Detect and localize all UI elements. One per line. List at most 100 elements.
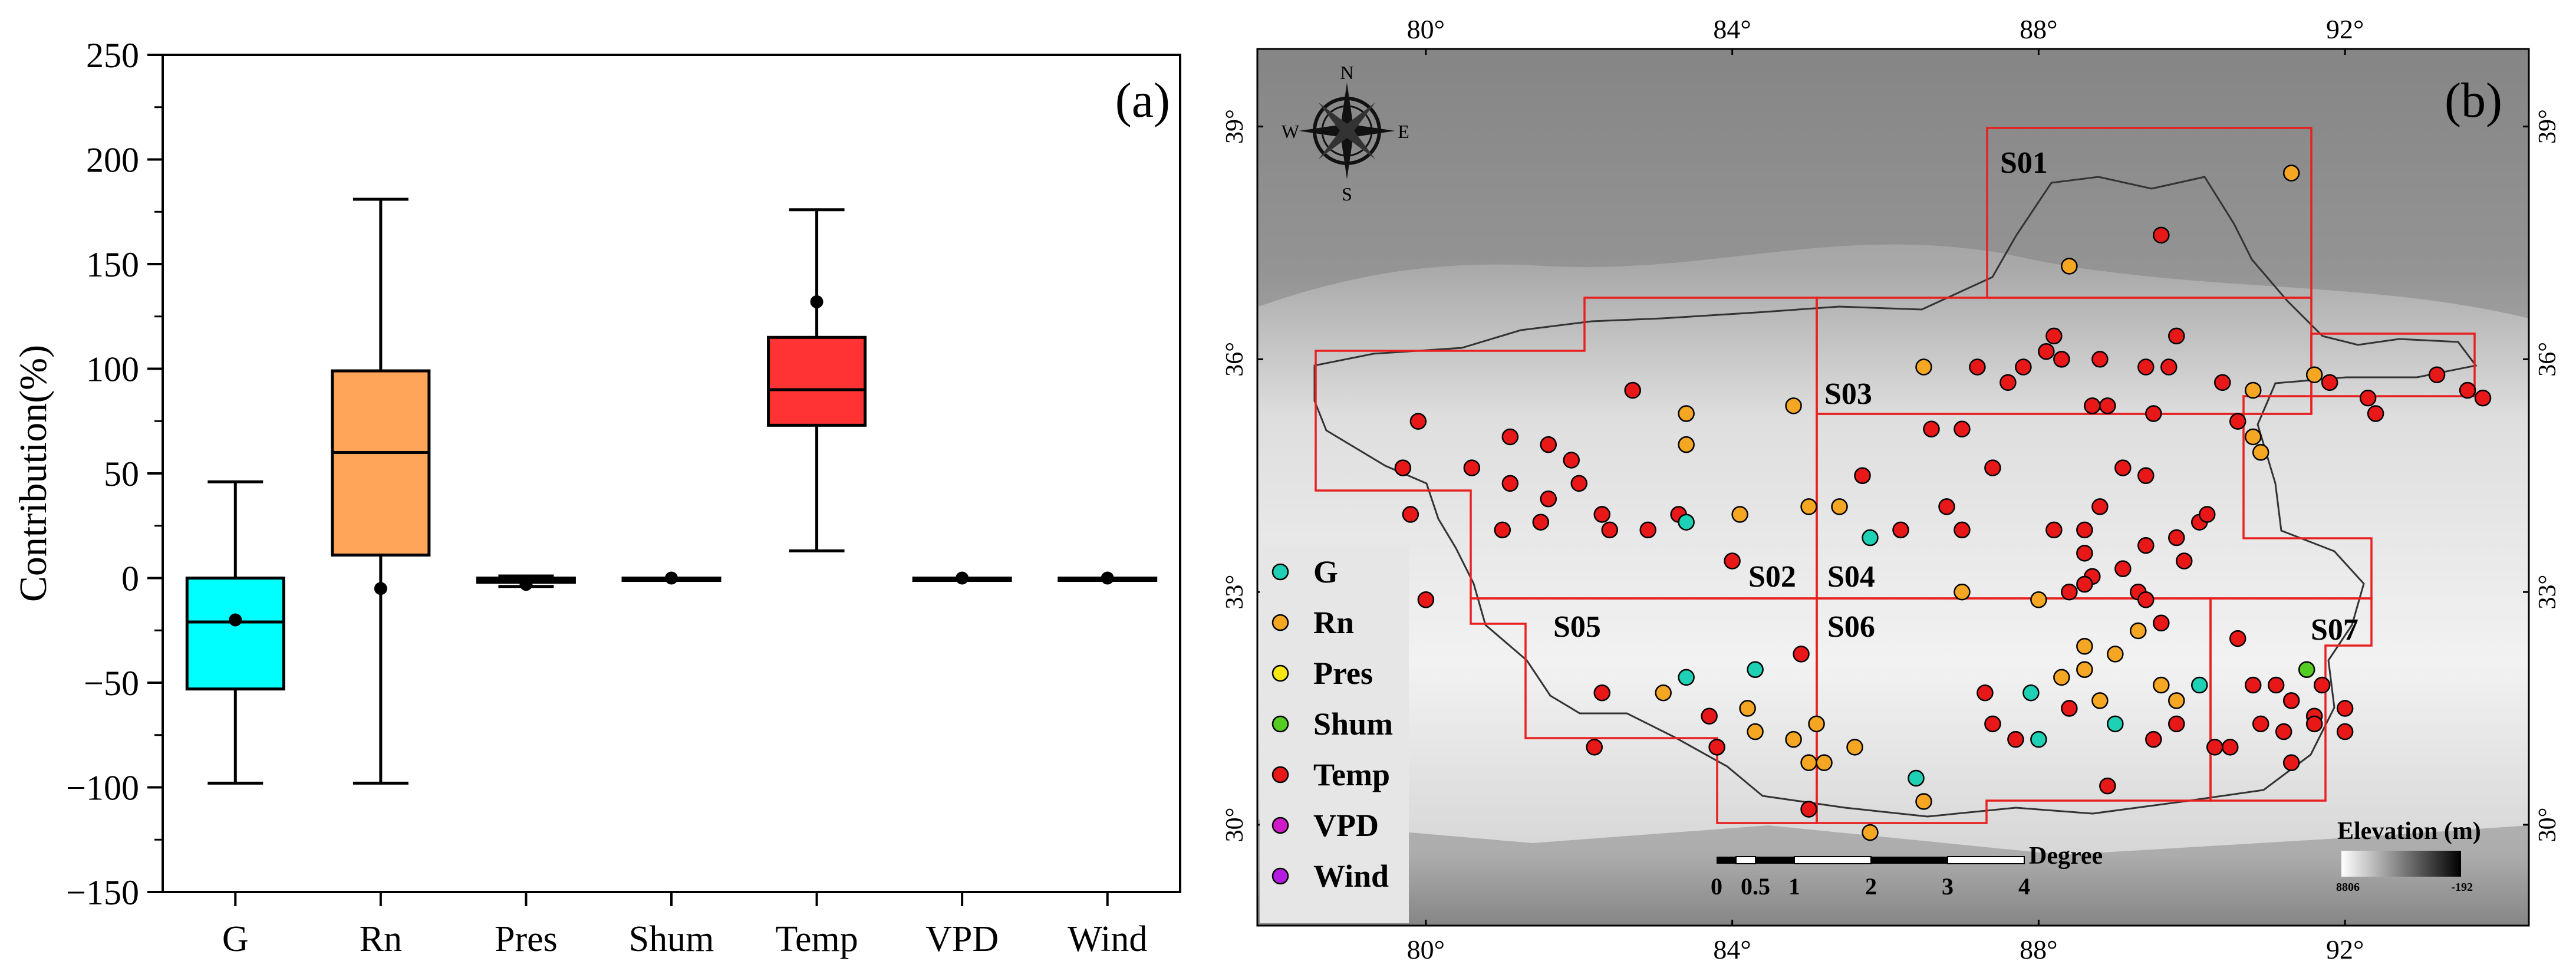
site-temp-25 (2321, 374, 2338, 391)
site-temp-118 (2145, 730, 2162, 748)
site-rn-53 (1785, 397, 1802, 414)
site-temp-62 (2045, 521, 2063, 539)
site-temp-28 (2367, 405, 2384, 422)
panel-a-label: (a) (1115, 73, 1170, 128)
site-temp-84 (1586, 739, 1603, 756)
region-s07 (2209, 597, 2373, 802)
site-rn-98 (1846, 739, 1863, 756)
site-temp-5 (2053, 351, 2070, 368)
site-temp-43 (1532, 514, 1550, 531)
box-temp (767, 208, 867, 552)
site-temp-74 (2114, 459, 2132, 476)
site-shum-135 (2298, 661, 2315, 678)
site-temp-104 (1984, 715, 2001, 733)
site-g-106 (2030, 730, 2047, 748)
site-temp-102 (1977, 684, 1994, 702)
legend-label-shum: Shum (1313, 706, 1393, 742)
site-temp-9 (2084, 397, 2101, 414)
site-temp-20 (2213, 374, 2231, 391)
site-temp-19 (2160, 358, 2178, 376)
site-temp-73 (2137, 467, 2155, 485)
site-rn-52 (1731, 506, 1748, 523)
site-rn-92 (1785, 730, 1802, 748)
compass-icon: N S W E (1282, 62, 1409, 205)
site-temp-12 (1969, 358, 1986, 376)
site-rn-55 (1800, 498, 1817, 515)
site-temp-134 (2336, 723, 2354, 740)
scale-label-0: 0 (1711, 873, 1722, 900)
site-temp-3 (2038, 343, 2055, 360)
lat-label-left-1: 36° (1221, 342, 1249, 377)
scale-seg-6 (1947, 856, 2025, 864)
site-rn-95 (1800, 754, 1817, 771)
lat-label-right-1: 36° (2534, 342, 2561, 377)
box-g (185, 480, 285, 785)
scale-seg-3 (1755, 857, 1794, 864)
y-tick-label-5: 100 (86, 350, 139, 389)
scale-label-4: 3 (1942, 873, 1954, 900)
scale-seg-4 (1794, 856, 1872, 864)
mean-g (229, 613, 242, 627)
site-rn-101 (1915, 793, 1932, 810)
site-temp-125 (2252, 715, 2269, 733)
site-temp-119 (2168, 715, 2185, 733)
site-rn-2 (2061, 258, 2078, 275)
y-tick-label-1: −100 (66, 769, 139, 808)
mean-pres (519, 578, 533, 591)
legend-marker-wind (1271, 867, 1289, 885)
site-rn-116 (2168, 692, 2185, 709)
site-rn-91 (1747, 723, 1764, 740)
site-rn-26 (2305, 366, 2323, 383)
elevation-legend: Elevation (m) 8806 -192 (2336, 818, 2481, 894)
site-temp-59 (1892, 521, 1909, 539)
site-temp-11 (2145, 405, 2162, 422)
legend-label-wind: Wind (1313, 858, 1389, 894)
box-series (185, 198, 1158, 785)
mean-temp (810, 295, 823, 308)
compass-w: W (1282, 121, 1300, 142)
legend-label-pres: Pres (1313, 656, 1373, 691)
lon-label-bottom-3: 92° (2326, 934, 2364, 965)
site-temp-75 (2091, 498, 2109, 515)
x-tick-label-wind: Wind (1068, 919, 1147, 959)
box-shum (621, 571, 722, 585)
site-temp-8 (2168, 327, 2185, 345)
x-tick-label-temp: Temp (775, 919, 858, 959)
lat-label-left-3: 30° (1221, 808, 1249, 842)
site-temp-78 (2061, 583, 2078, 601)
site-temp-69 (2168, 529, 2185, 547)
legend-label-g: G (1313, 554, 1338, 590)
elevation-high: 8806 (2336, 881, 2360, 894)
site-temp-131 (2305, 715, 2323, 733)
site-rn-96 (1816, 754, 1833, 771)
scale-unit: Degree (2029, 842, 2103, 870)
site-temp-38 (1494, 521, 1511, 539)
site-temp-130 (2313, 676, 2331, 694)
mean-wind (1101, 571, 1114, 585)
site-rn-77 (2030, 591, 2047, 608)
x-tick-label-g: G (222, 919, 249, 959)
legend-marker-g (1271, 563, 1289, 581)
site-temp-4 (2045, 327, 2063, 345)
region-label-s04: S04 (1827, 560, 1875, 594)
site-temp-31 (2474, 389, 2492, 407)
lat-label-right-2: 33° (2534, 575, 2561, 610)
scale-label-1: 0.5 (1741, 873, 1770, 900)
site-temp-123 (2229, 630, 2246, 647)
site-markers (1394, 164, 2492, 841)
site-g-100 (1908, 769, 1925, 787)
site-temp-87 (1701, 707, 1718, 725)
scale-label-2: 1 (1788, 873, 1800, 900)
site-temp-57 (1854, 467, 1871, 485)
site-temp-54 (1724, 552, 1741, 570)
site-temp-93 (1793, 646, 1810, 663)
site-rn-94 (1808, 715, 1825, 733)
lon-label-top-2: 88° (2020, 14, 2057, 44)
lat-label-left-0: 39° (1221, 109, 1249, 144)
plateau-outline (1313, 176, 2478, 818)
site-rn-49 (1678, 436, 1695, 453)
site-rn-48 (1678, 405, 1695, 422)
scale-label-3: 2 (1865, 873, 1877, 900)
